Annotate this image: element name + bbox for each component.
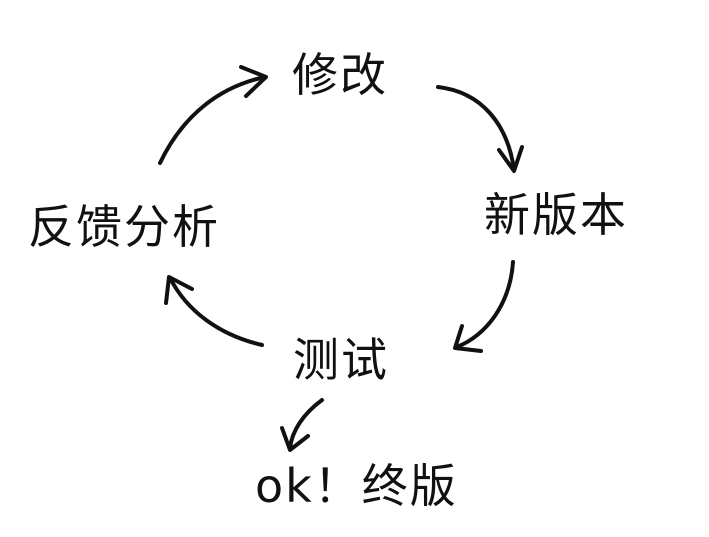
node-final-version: ok！终版 bbox=[255, 459, 458, 513]
arrow-modify-to-new-version bbox=[436, 85, 524, 173]
node-modify: 修改 bbox=[292, 48, 388, 102]
node-test: 测试 bbox=[293, 333, 389, 387]
arrow-feedback-to-modify bbox=[158, 65, 268, 165]
arrow-test-to-final bbox=[280, 398, 324, 452]
arrow-new-version-to-test bbox=[453, 260, 515, 353]
arrow-test-to-feedback bbox=[164, 275, 264, 347]
node-feedback-analysis: 反馈分析 bbox=[28, 200, 220, 254]
node-new-version: 新版本 bbox=[484, 188, 628, 242]
